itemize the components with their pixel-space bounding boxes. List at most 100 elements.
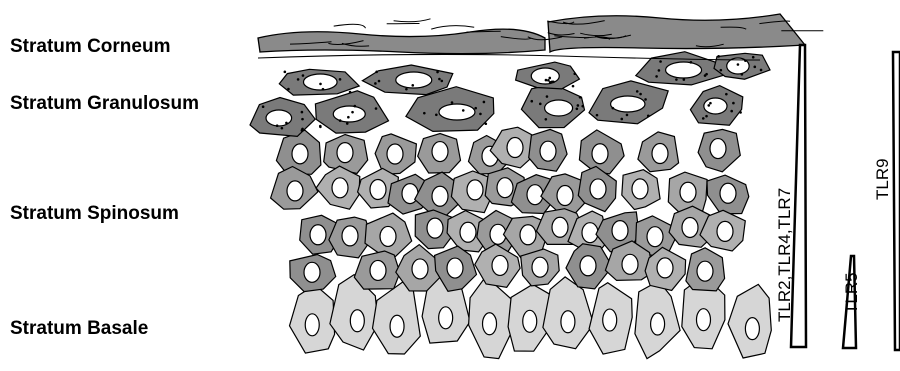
keratohyalin-granule: [405, 88, 408, 91]
spinous-cell-nucleus: [467, 180, 483, 200]
corneum-scale-line: [394, 19, 431, 22]
granular-cell-nucleus: [666, 62, 702, 78]
keratohyalin-granule: [707, 104, 710, 107]
spinous-cell-nucleus: [310, 225, 326, 245]
keratohyalin-granule: [451, 101, 454, 104]
spinous-cell-nucleus: [697, 261, 713, 281]
keratohyalin-granule: [545, 79, 548, 82]
granular-cell-nucleus: [303, 74, 337, 90]
basal-cell-nucleus: [439, 307, 453, 329]
basal-cell-nucleus: [745, 318, 759, 340]
keratohyalin-granule: [319, 126, 322, 129]
spinous-cell-nucleus: [304, 262, 320, 282]
keratohyalin-granule: [319, 83, 322, 86]
keratohyalin-granule: [647, 115, 650, 118]
basal-cell-nucleus: [561, 311, 575, 333]
spinous-cell-nucleus: [682, 217, 698, 237]
keratohyalin-granule: [690, 61, 693, 64]
keratohyalin-granule: [741, 73, 744, 76]
spinous-cell-nucleus: [540, 141, 556, 161]
basal-cell-nucleus: [305, 314, 319, 336]
spinous-cell-nucleus: [652, 144, 668, 164]
keratohyalin-granule: [375, 71, 378, 74]
keratohyalin-granule: [297, 78, 300, 81]
granular-cell-nucleus: [611, 96, 645, 112]
spinous-cell-nucleus: [710, 139, 726, 159]
keratohyalin-granule: [354, 105, 357, 108]
keratohyalin-granule: [262, 105, 265, 108]
keratohyalin-granule: [573, 72, 576, 75]
keratohyalin-granule: [301, 111, 304, 114]
keratohyalin-granule: [579, 96, 582, 99]
keratohyalin-granule: [612, 107, 615, 110]
stratum-corneum-layer: [258, 14, 823, 60]
spinous-cell-nucleus: [622, 254, 638, 274]
keratohyalin-granule: [760, 69, 763, 72]
tlr-label-group3: TLR9: [873, 158, 892, 200]
keratohyalin-granule: [552, 81, 555, 84]
spinous-cell-nucleus: [592, 144, 608, 164]
keratohyalin-granule: [626, 114, 629, 117]
keratohyalin-granule: [483, 101, 486, 104]
spinous-cell-nucleus: [370, 260, 386, 280]
keratohyalin-granule: [479, 113, 482, 116]
keratohyalin-granule: [322, 88, 325, 91]
spinous-cell-nucleus: [447, 258, 463, 278]
spinous-cell-nucleus: [552, 217, 568, 237]
keratohyalin-granule: [730, 110, 733, 113]
basal-cell-nucleus: [390, 315, 404, 337]
keratohyalin-granule: [636, 90, 639, 93]
keratohyalin-granule: [411, 84, 414, 87]
keratohyalin-granule: [539, 103, 542, 106]
basal-cell-nucleus: [696, 309, 710, 331]
granular-cell-nucleus: [333, 106, 365, 122]
spinous-cell-nucleus: [590, 179, 606, 199]
tlr-gradient-wedge-3: [893, 52, 900, 350]
granular-cell-nucleus: [266, 110, 292, 126]
keratohyalin-granule: [287, 88, 290, 91]
tlr-label-group2: TLR5: [842, 272, 861, 314]
basal-cell-nucleus: [651, 313, 665, 335]
spinous-cell-nucleus: [532, 257, 548, 277]
spinous-cell-nucleus: [292, 144, 308, 164]
spinous-cell-nucleus: [427, 218, 443, 238]
corneum-scale-line: [334, 24, 366, 28]
spinous-cell-nucleus: [657, 258, 673, 278]
spinous-cell-nucleus: [337, 143, 353, 163]
keratohyalin-granule: [577, 104, 580, 107]
spinous-cell-nucleus: [647, 227, 663, 247]
basal-cell-nucleus: [603, 309, 617, 331]
basal-cell-nucleus: [523, 310, 537, 332]
keratohyalin-granule: [276, 124, 279, 127]
keratohyalin-granule: [423, 112, 426, 115]
keratohyalin-granule: [302, 74, 305, 77]
spinous-cell-nucleus: [412, 259, 428, 279]
keratohyalin-granule: [285, 122, 288, 125]
spinous-cell-nucleus: [632, 179, 648, 199]
spinous-cell-nucleus: [582, 223, 598, 243]
basal-cell-nucleus: [483, 313, 497, 335]
spinous-cell-nucleus: [332, 178, 348, 198]
keratohyalin-granule: [548, 77, 551, 80]
stratum-granulosum-layer: [250, 52, 770, 137]
keratohyalin-granule: [702, 117, 705, 120]
keratohyalin-granule: [301, 128, 304, 131]
spinous-cell-nucleus: [432, 186, 448, 206]
spinous-cell-nucleus: [580, 256, 596, 276]
keratohyalin-granule: [281, 127, 284, 130]
keratohyalin-granule: [462, 109, 465, 112]
spinous-cell-nucleus: [717, 221, 733, 241]
keratohyalin-granule: [547, 79, 550, 82]
keratohyalin-granule: [639, 93, 642, 96]
spinous-cell-nucleus: [507, 138, 523, 158]
spinous-cell-nucleus: [497, 178, 513, 198]
keratohyalin-granule: [339, 119, 342, 122]
keratohyalin-granule: [530, 100, 533, 103]
keratohyalin-granule: [545, 118, 548, 121]
keratohyalin-granule: [753, 66, 756, 69]
keratohyalin-granule: [435, 113, 438, 116]
keratohyalin-granule: [683, 78, 686, 81]
spinous-cell-nucleus: [557, 186, 573, 206]
keratohyalin-granule: [549, 81, 552, 84]
